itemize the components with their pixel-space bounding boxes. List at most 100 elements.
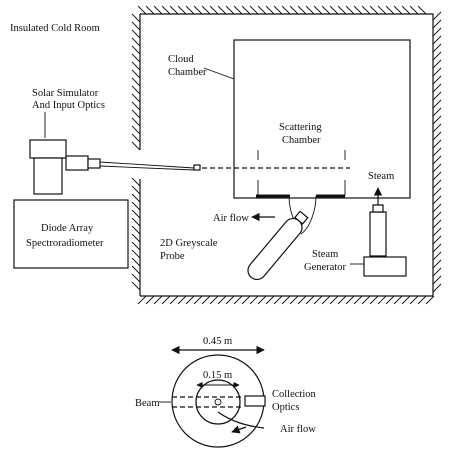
solar-simulator (29, 139, 101, 195)
hatch-mark (377, 295, 387, 305)
hatch-mark (281, 295, 291, 305)
hatch-mark (131, 53, 141, 63)
hatch-mark (177, 295, 187, 305)
fibre-end (193, 164, 201, 171)
hatch-mark (305, 295, 315, 305)
steam-label: Steam (368, 171, 394, 182)
hatch-mark (305, 5, 315, 15)
hatch-mark (249, 5, 259, 15)
hatch-mark (137, 5, 147, 15)
probe-centre (214, 398, 222, 406)
hatch-mark (131, 37, 141, 47)
hatch-mark (161, 5, 171, 15)
hatch-mark (385, 295, 395, 305)
hatch-mark (131, 225, 141, 235)
hatch-mark (137, 295, 147, 305)
hatch-mark (233, 5, 243, 15)
hatch-mark (432, 67, 442, 77)
scattering-chamber-label-line2: Chamber (282, 135, 321, 146)
hatch-mark (185, 295, 195, 305)
hatch-mark (131, 109, 141, 119)
hatch-mark (377, 5, 387, 15)
hatch-mark (289, 5, 299, 15)
hatch-mark (249, 295, 259, 305)
greyscale-probe (247, 210, 309, 281)
hatch-mark (131, 273, 141, 283)
hatch-mark (432, 91, 442, 101)
hatch-mark (417, 5, 427, 15)
hatch-mark (353, 295, 363, 305)
hatch-mark (361, 295, 371, 305)
hatch-mark (432, 59, 442, 69)
hatch-mark (131, 241, 141, 251)
hatch-mark (241, 295, 251, 305)
hatch-mark (432, 155, 442, 165)
hatch-mark (169, 295, 179, 305)
hatch-mark (313, 5, 323, 15)
hatch-mark (432, 187, 442, 197)
hatch-mark (289, 295, 299, 305)
hatch-mark (321, 5, 331, 15)
hatch-mark (131, 185, 141, 195)
hatch-mark (225, 295, 235, 305)
hatch-mark (131, 45, 141, 55)
hatch-mark (131, 21, 141, 31)
hatch-mark (257, 295, 267, 305)
outer-diameter-label: 0.45 m (203, 336, 232, 347)
cloud-chamber (233, 39, 411, 199)
optical-fibre (99, 161, 195, 169)
hatch-mark (131, 281, 141, 291)
hatch-mark (161, 295, 171, 305)
hatch-mark (329, 5, 339, 15)
hatch-mark (177, 5, 187, 15)
hatch-mark (273, 295, 283, 305)
hatch-mark (257, 5, 267, 15)
solar-simulator-label-line1: Solar Simulator (32, 88, 99, 99)
hatch-mark (153, 295, 163, 305)
spectroradiometer-label-line2: Spectroradiometer (26, 238, 104, 249)
cold-room-walls (131, 5, 442, 305)
hatch-mark (432, 219, 442, 229)
hatch-mark (131, 85, 141, 95)
hatch-mark (432, 11, 442, 21)
room-label: Insulated Cold Room (10, 23, 100, 34)
hatch-mark (201, 5, 211, 15)
hatch-mark (432, 123, 442, 133)
steam-generator-label-line2: Generator (304, 262, 346, 273)
hatch-mark (369, 5, 379, 15)
hatch-mark (185, 5, 195, 15)
hatch-mark (432, 131, 442, 141)
hatch-mark (432, 195, 442, 205)
hatch-mark (131, 265, 141, 275)
hatch-mark (432, 203, 442, 213)
hatch-mark (265, 5, 275, 15)
hatch-mark (131, 249, 141, 259)
hatch-mark (409, 5, 419, 15)
hatch-mark (193, 5, 203, 15)
hatch-mark (131, 101, 141, 111)
hatch-mark (432, 171, 442, 181)
hatch-mark (432, 211, 442, 221)
hatch-mark (209, 5, 219, 15)
hatch-mark (131, 209, 141, 219)
hatch-mark (131, 93, 141, 103)
hatch-mark (432, 51, 442, 61)
hatch-mark (233, 295, 243, 305)
hatch-mark (169, 5, 179, 15)
hatch-mark (131, 13, 141, 23)
hatch-mark (297, 295, 307, 305)
hatch-mark (329, 295, 339, 305)
hatch-mark (417, 295, 427, 305)
hatch-mark (385, 5, 395, 15)
hatch-mark (432, 163, 442, 173)
hatch-mark (241, 5, 251, 15)
hatch-mark (273, 5, 283, 15)
hatch-mark (345, 295, 355, 305)
hatch-mark (193, 295, 203, 305)
hatch-mark (217, 295, 227, 305)
hatch-mark (201, 295, 211, 305)
steam-generator (363, 204, 407, 277)
hatch-mark (337, 5, 347, 15)
hatch-mark (432, 35, 442, 45)
